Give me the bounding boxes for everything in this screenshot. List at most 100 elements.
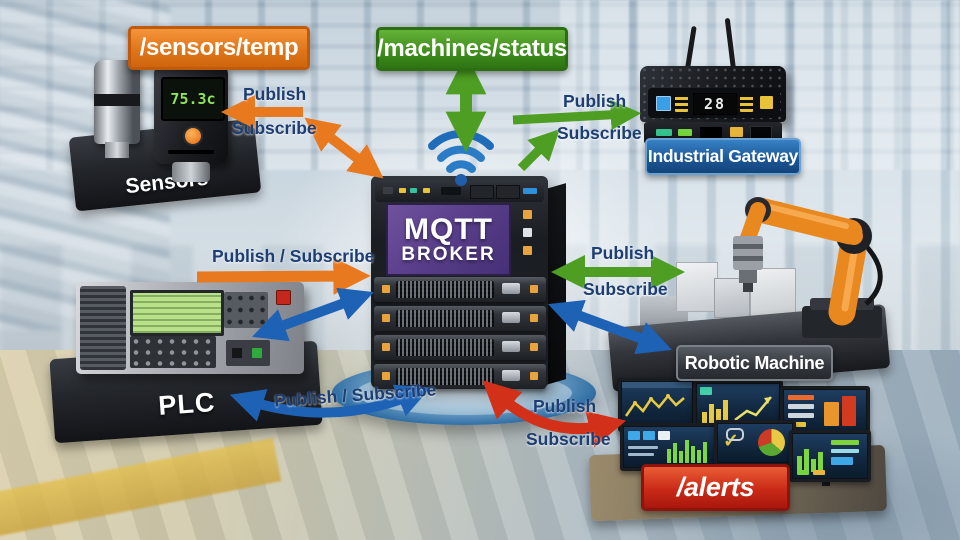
sensor-button [183,126,203,146]
gateway-device: 28 [640,66,786,122]
monitor-screen [622,382,692,428]
status-row-1 [788,395,814,400]
mini-line-chart [624,394,685,417]
temperature-sensor-base [172,162,210,182]
broker-title-line1: MQTT [404,212,493,246]
info-row-1 [831,440,859,445]
bezel-drive-1 [470,185,494,199]
robot-gripper-body [733,236,763,270]
gateway-bars-right [740,94,753,112]
robot-gripper-nozzle [743,283,753,292]
gateway-chip-amber [730,127,743,137]
info-tile [831,457,853,465]
label-sensors-publish: Publish [243,84,307,104]
robot-gripper-stripe-1 [733,244,763,249]
temperature-sensor: 75.3c [154,64,228,164]
gateway-chip-teal [656,129,672,136]
unit-mesh [396,281,494,298]
rack-led-2 [523,228,532,237]
status-bar-orange [824,402,839,426]
plc-red-button [276,290,291,305]
monitor-screen: ✓ [718,424,792,462]
sensor-band [94,94,140,106]
label-robot-publish: Publish [591,243,655,263]
chrome-sensor [94,60,140,144]
mqtt-broker-screen: MQTT BROKER [386,203,511,276]
machine-box-3 [750,268,796,320]
server-unit-3 [374,335,546,360]
plc-keypad [130,336,216,368]
status-row-3 [788,413,814,418]
gateway-led-amber [760,96,773,109]
unit-mesh [396,368,494,385]
mini-pie-chart [758,429,785,456]
sensor-slot [168,150,214,154]
label-gateway-publish: Publish [563,91,627,111]
plc-switch-panel [226,340,270,366]
status-bar-red [842,396,856,426]
plc-device [76,282,304,374]
wifi-icon [428,130,494,186]
server-unit-1 [374,277,546,302]
topic-alerts-text: /alerts [676,472,755,502]
unit-led [382,372,390,380]
bezel-led-blue [523,188,537,194]
robot-banner: Robotic Machine [676,345,833,381]
monitor-screen [784,390,866,437]
unit-handle [502,312,520,323]
temperature-display: 75.3c [161,77,225,121]
info-row-2 [831,449,859,453]
gateway-chip-green [678,129,692,136]
topic-banner-alerts: /alerts [641,464,790,511]
robot-lower-arm-highlight [841,242,859,312]
monitor-pie-chart: ✓ [714,420,796,466]
unit-mesh [396,310,494,327]
topic-banner-machines-status: /machines/status [376,27,568,71]
rack-top-bezel [375,180,544,202]
screen-tag [700,387,712,395]
bezel-led-yellow-2 [423,188,430,193]
unit-mesh [396,339,494,356]
robot-gripper-tip [739,270,757,283]
gateway-label-text: Industrial Gateway [647,146,799,166]
mini-green-bars [667,440,707,463]
temperature-value: 75.3c [170,90,216,108]
unit-led-right [530,314,538,322]
robot-wrist-link [740,202,766,246]
label-plc-pubsub-upper: Publish / Subscribe [212,246,375,266]
gateway-display: 28 [693,93,737,115]
chip-green [797,470,809,475]
gateway-face: 28 [648,88,780,118]
mini-bar-line-chart [702,396,772,424]
robot-upper-arm-highlight [763,203,849,229]
gateway-port-1 [700,127,722,139]
mini-green-bars-2 [797,449,823,472]
kpi-text-2 [628,453,654,456]
robot-gripper-stripe-2 [733,256,763,261]
unit-handle [502,283,520,294]
gateway-led-blue [656,96,671,111]
server-unit-2 [374,306,546,331]
topic-machines-status-text: /machines/status [377,35,567,62]
status-row-2 [788,404,814,409]
chip-amber [813,470,825,475]
robot-label-text: Robotic Machine [684,352,825,373]
kpi-tile-3 [658,431,670,440]
monitor-screen [793,434,867,478]
robot-arm [733,197,883,338]
bezel-display [441,187,461,195]
label-gateway-subscribe: Subscribe [557,123,642,143]
screen-toolbar [622,382,692,388]
monitor-screen [624,427,714,467]
kpi-tile-1 [628,431,640,440]
gateway-display-value: 28 [703,95,727,113]
gateway-bars-left [675,94,688,112]
topic-banner-sensors-temp: /sensors/temp [128,26,310,70]
bezel-led-yellow [399,188,406,193]
gateway-banner: Industrial Gateway [645,138,801,175]
plc-left-module [80,286,126,370]
broker-title-line2: BROKER [401,243,496,265]
unit-led [382,285,390,293]
rack-led-1 [523,210,532,219]
